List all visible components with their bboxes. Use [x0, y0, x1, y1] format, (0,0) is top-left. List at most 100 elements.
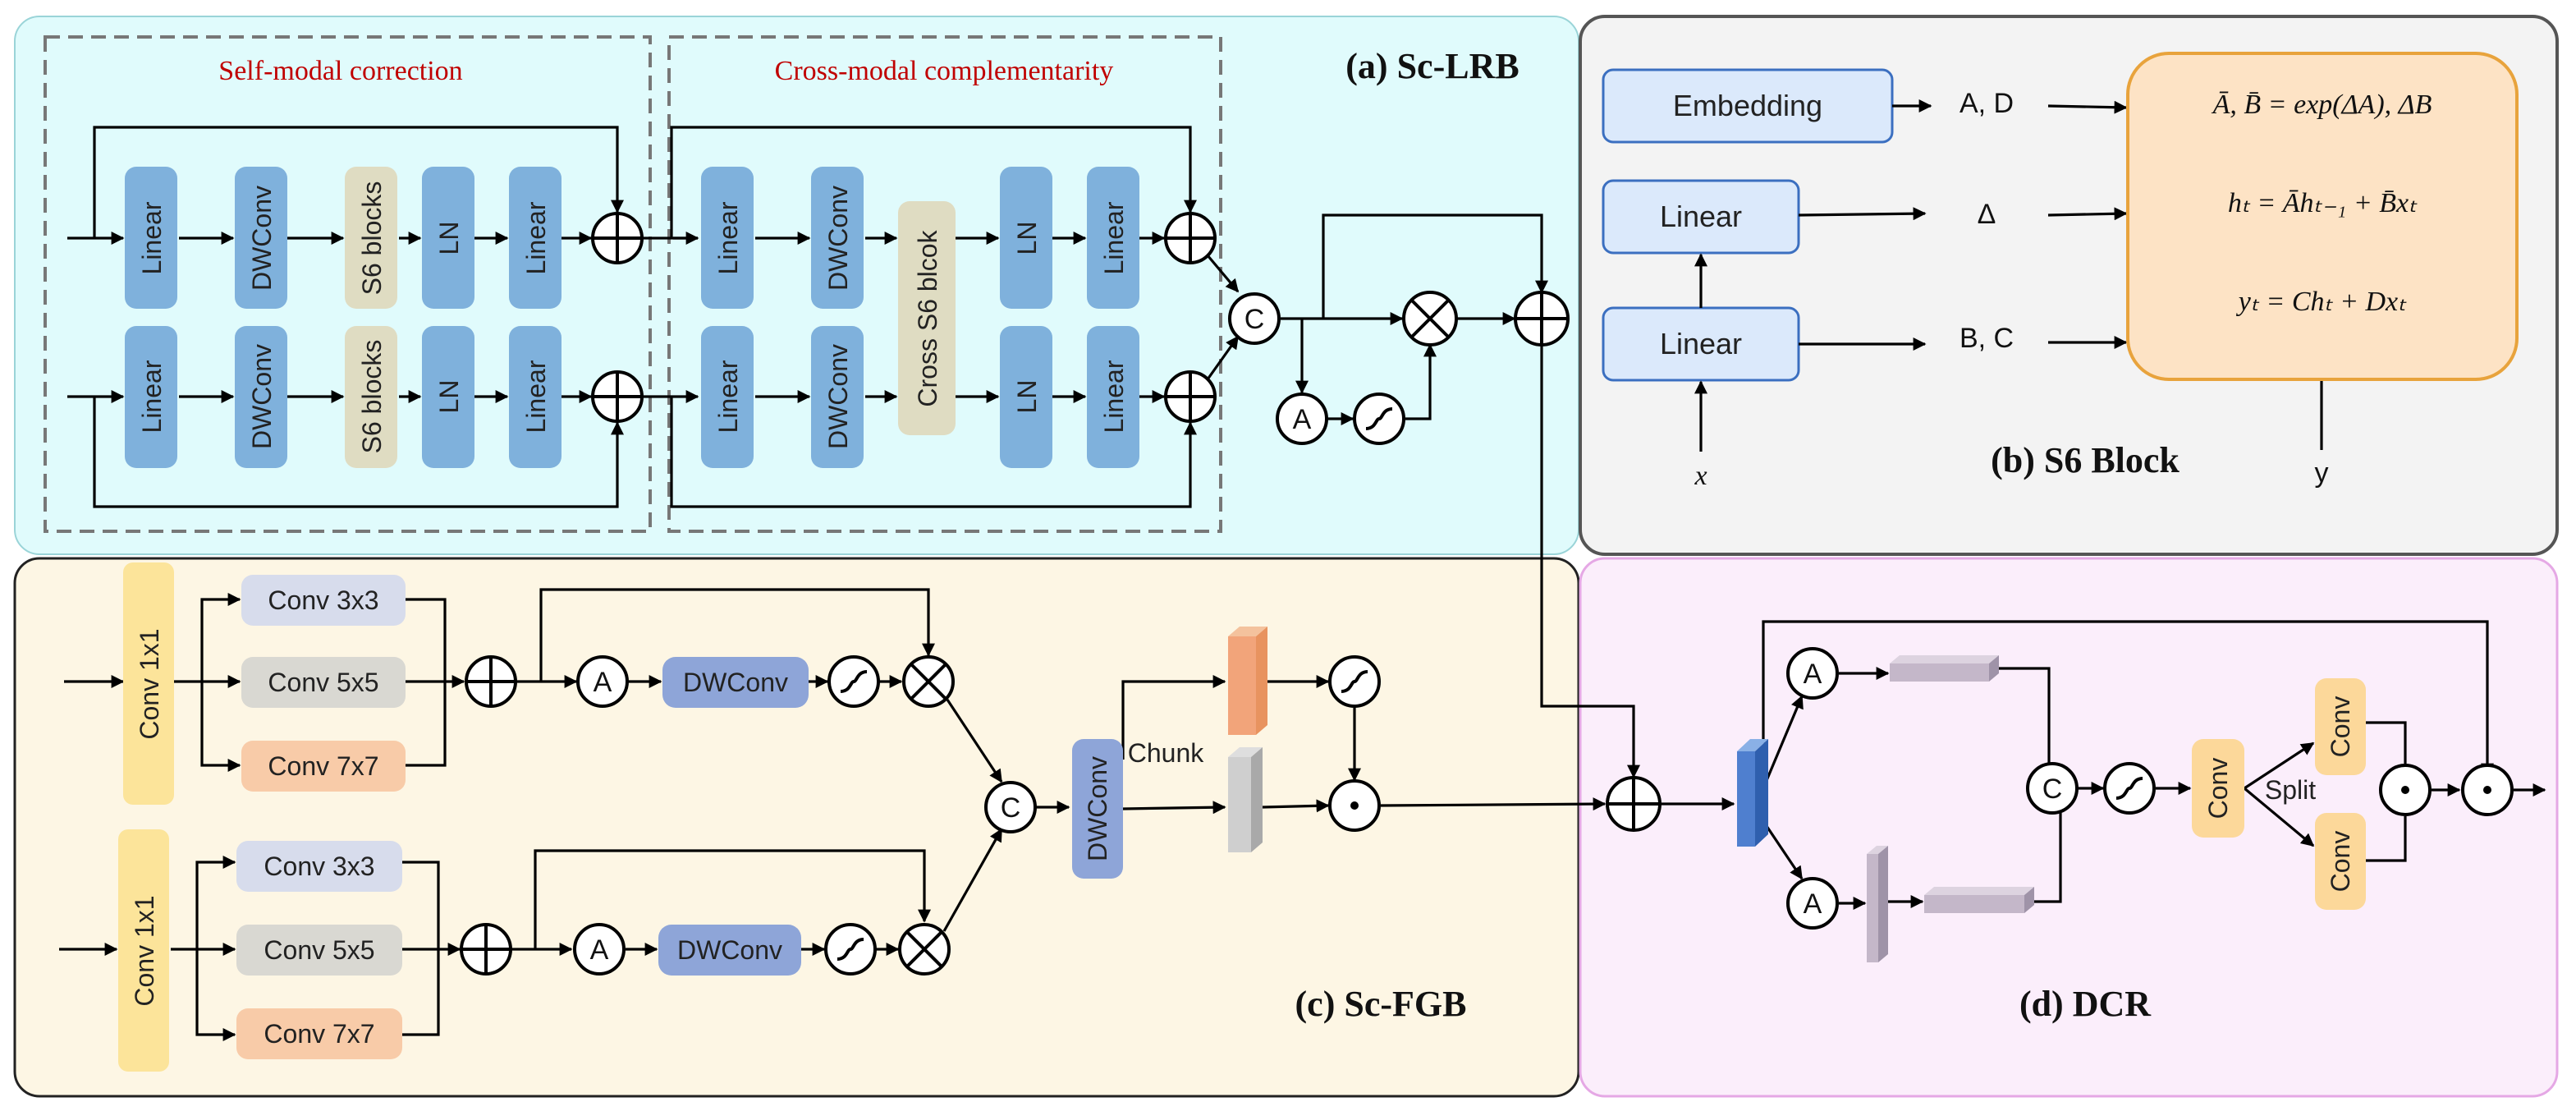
sm-dwconv-row1: DWConv: [235, 167, 287, 309]
lrb-fusion-connectors: [1206, 213, 1640, 778]
cm-dwconv-row1: DWConv: [811, 167, 864, 309]
sm-dwconv-row2: DWConv: [235, 326, 287, 468]
svg-text:yₜ = Chₜ + Dxₜ: yₜ = Chₜ + Dxₜ: [2236, 287, 2407, 317]
panel-b-title: (b) S6 Block: [1991, 440, 2180, 480]
self-modal-row2-connectors: [67, 390, 699, 508]
svg-text:C: C: [1001, 792, 1021, 824]
svg-text:Conv 3x3: Conv 3x3: [268, 585, 378, 615]
fgb-connectors-top: [64, 588, 935, 772]
dcr-feature-block: [1737, 739, 1768, 847]
svg-text:hₜ = Āhₜ₋₁ + B̄xₜ: hₜ = Āhₜ₋₁ + B̄xₜ: [2228, 188, 2418, 218]
svg-text:Conv 5x5: Conv 5x5: [264, 935, 374, 965]
fgb-activation-icon-bottom: A: [573, 923, 626, 976]
fgb-conv1x1-top: Conv 1x1: [123, 562, 174, 805]
svg-text:S6 blocks: S6 blocks: [357, 340, 387, 454]
output-y-label: y: [2315, 457, 2329, 489]
sm-ln-row1: LN: [422, 167, 474, 309]
fgb-conv5-bottom: Conv 5x5: [236, 925, 402, 976]
fgb-conv7-bottom: Conv 7x7: [236, 1008, 402, 1059]
svg-text:S6 blocks: S6 blocks: [357, 181, 387, 296]
svg-text:Conv: Conv: [2203, 758, 2233, 819]
cross-modal-row2-connectors: [670, 390, 1197, 508]
output-ad-label: A, D: [1960, 88, 2014, 119]
svg-text:Conv: Conv: [2326, 696, 2355, 758]
svg-text:Conv 1x1: Conv 1x1: [130, 895, 159, 1006]
chunk-block-orange: [1228, 627, 1267, 735]
cm-ln-row2: LN: [1000, 326, 1052, 468]
panel-d-title: (d) DCR: [2019, 984, 2152, 1024]
svg-text:Ā, B̄ = exp(ΔA), ΔB: Ā, B̄ = exp(ΔA), ΔB: [2212, 90, 2432, 120]
fgb-sigmoid-icon-out: [1328, 655, 1381, 708]
sm-ln-row2: LN: [422, 326, 474, 468]
svg-text:Linear: Linear: [713, 201, 743, 274]
svg-text:Linear: Linear: [1099, 201, 1129, 274]
dcr-conv-main: Conv: [2192, 739, 2244, 838]
svg-text:Conv 7x7: Conv 7x7: [264, 1019, 374, 1049]
fgb-connectors-bottom: [59, 849, 931, 1041]
svg-text:Conv 5x5: Conv 5x5: [268, 668, 378, 697]
svg-text:LN: LN: [1012, 380, 1042, 414]
svg-text:A: A: [1804, 888, 1822, 920]
dcr-dot-product-icon-1: [2379, 764, 2432, 816]
svg-text:DWConv: DWConv: [247, 186, 277, 291]
self-modal-dashed-frame: [44, 35, 652, 533]
cm-linear-row1: Linear: [701, 167, 754, 309]
fgb-add-icon-bottom: [460, 923, 512, 976]
svg-text:Linear: Linear: [521, 201, 551, 274]
sm-s6-blocks-row2: S6 blocks: [345, 326, 397, 468]
svg-text:DWConv: DWConv: [677, 935, 782, 965]
cm-add-icon-row1: [1164, 212, 1217, 264]
cm-ln-row1: LN: [1000, 167, 1052, 309]
svg-text:DWConv: DWConv: [683, 668, 788, 697]
dcr-conv-top: Conv: [2315, 678, 2366, 775]
cm-linear-2-row1: Linear: [1087, 167, 1139, 309]
fgb-sigmoid-icon-top: [827, 655, 880, 708]
lrb-add-icon-out: [1514, 291, 1570, 347]
svg-text:DWConv: DWConv: [247, 344, 277, 449]
sm-linear-1-row1: Linear: [125, 167, 177, 309]
output-bc-label: B, C: [1960, 323, 2014, 354]
fgb-merge-connectors: [942, 675, 1607, 932]
svg-text:Conv: Conv: [2326, 831, 2355, 893]
sm-linear-2-row2: Linear: [509, 326, 561, 468]
svg-text:LN: LN: [434, 222, 464, 255]
fgb-multiply-icon-top: [902, 655, 955, 708]
dcr-activation-icon-top: A: [1786, 647, 1839, 700]
fgb-sigmoid-icon-bottom: [824, 923, 877, 976]
sm-s6-blocks-row1: S6 blocks: [345, 167, 397, 309]
sm-add-icon-row1: [591, 212, 644, 264]
dcr-sigmoid-icon: [2103, 762, 2156, 815]
lrb-sigmoid-icon: [1353, 393, 1405, 445]
svg-text:DWConv: DWConv: [823, 186, 853, 291]
svg-text:Linear: Linear: [137, 360, 167, 433]
svg-text:LN: LN: [1012, 222, 1042, 255]
fgb-dot-product-icon: [1328, 779, 1381, 832]
svg-text:Conv 3x3: Conv 3x3: [264, 852, 374, 881]
fgb-activation-icon-top: A: [576, 655, 629, 708]
svg-text:Linear: Linear: [521, 360, 551, 433]
svg-text:C: C: [2042, 774, 2063, 805]
svg-text:Linear: Linear: [137, 201, 167, 274]
cm-linear-row2: Linear: [701, 326, 754, 468]
fgb-concat-icon: C: [984, 781, 1037, 833]
cm-linear-2-row2: Linear: [1087, 326, 1139, 468]
lrb-multiply-icon: [1402, 291, 1458, 347]
fgb-add-icon-top: [465, 655, 517, 708]
svg-text:Linear: Linear: [713, 360, 743, 433]
panel-c-title: (c) Sc-FGB: [1295, 984, 1467, 1024]
lrb-activation-icon: A: [1276, 393, 1328, 445]
dcr-conv-bottom: Conv: [2315, 813, 2366, 910]
dcr-add-icon: [1606, 776, 1662, 832]
self-modal-title: Self-modal correction: [218, 56, 462, 86]
panel-a-title: (a) Sc-LRB: [1345, 46, 1519, 86]
output-delta-label: Δ: [1978, 199, 1996, 230]
dcr-dot-product-icon-2: [2461, 764, 2514, 816]
dcr-horizontal-bar-top: [1890, 655, 1999, 682]
fgb-dwconv-mid: DWConv: [1072, 739, 1123, 879]
svg-text:Linear: Linear: [1660, 200, 1742, 233]
cm-add-icon-row2: [1164, 370, 1217, 423]
svg-text:A: A: [594, 667, 612, 698]
svg-text:A: A: [1293, 404, 1312, 435]
svg-text:LN: LN: [434, 380, 464, 414]
fgb-conv1x1-bottom: Conv 1x1: [118, 829, 169, 1072]
